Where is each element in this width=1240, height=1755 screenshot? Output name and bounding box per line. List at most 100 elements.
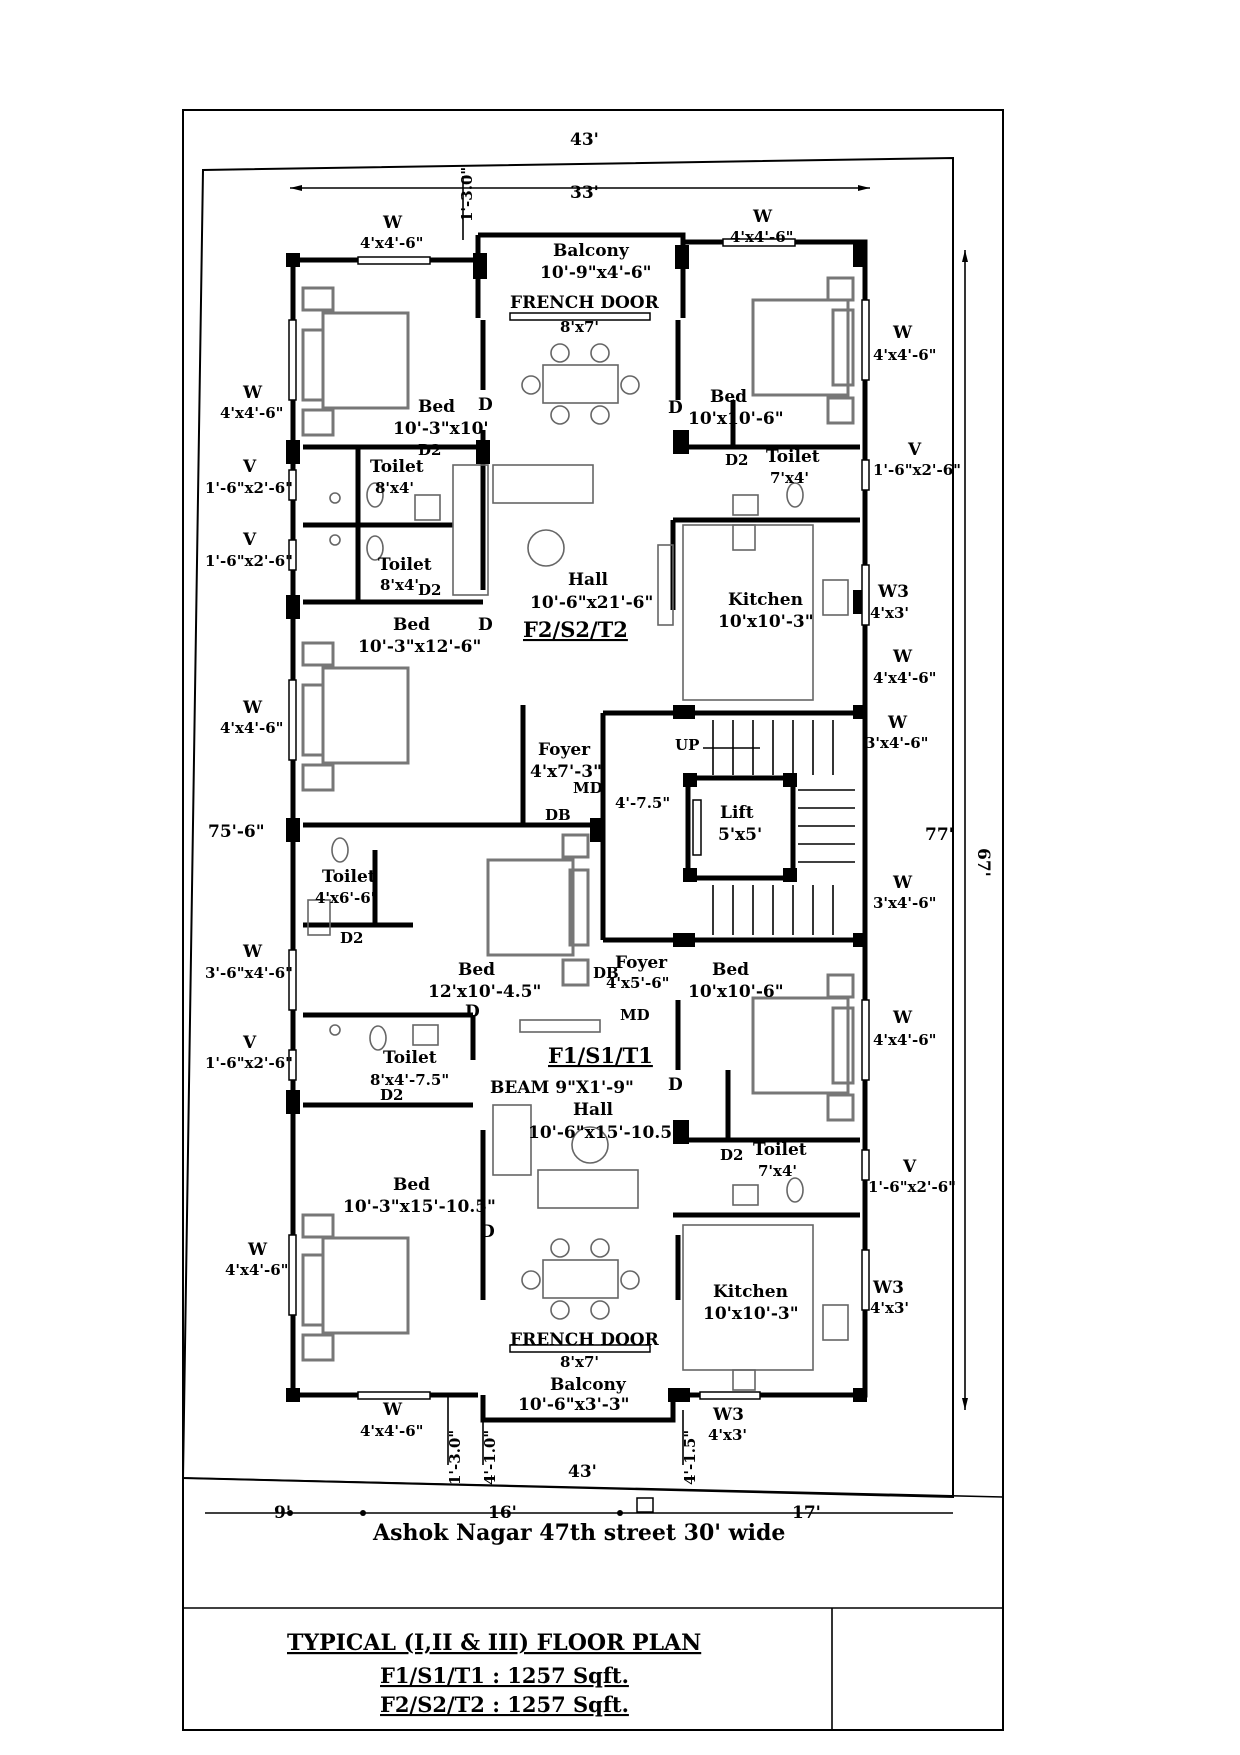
lift-shaft [683,773,797,882]
flat-label-lower: F1/S1/T1 [548,1043,653,1068]
toilet-1-name: Toilet [370,457,424,477]
window-size: 4'x4'-6" [873,346,936,364]
dim-road-2: 16' [488,1503,517,1523]
window-tag: W [892,873,913,893]
dim-building-width: 33' [570,183,599,203]
hall-bottom-name: Hall [573,1100,614,1120]
door2-tag: D2 [418,441,441,459]
window-size: 4'x4'-6" [220,404,283,422]
window-size: 4'x4'-6" [360,1422,423,1440]
toilet-3-name: Toilet [766,447,820,467]
dim-depth-right: 77' [925,825,954,845]
lift-gap-dim: 4'-7.5" [615,794,670,812]
window-size: 4'x4'-6" [225,1261,288,1279]
window-labels: W 4'x4'-6" W 4'x4'-6" W 4'x4'-6" V 1'-6"… [205,207,961,1444]
window-tag: W [247,1240,268,1260]
staircase [703,720,855,935]
window-openings [288,238,870,1400]
window-tag: W3 [877,582,909,602]
door-tag: D [480,1222,495,1242]
dim-front-setback-mid: 4'-1.0" [481,1430,499,1485]
window-size: 4'x3' [708,1426,747,1444]
title-block: TYPICAL (I,II & III) FLOOR PLAN F1/S1/T1… [287,1630,701,1717]
window-size: 3'-6"x4'-6" [205,964,293,982]
balcony-bottom-size: 10'-6"x3'-3" [518,1395,630,1415]
db-tag: DB [545,806,571,824]
door2-tag: D2 [418,581,441,599]
door-tag: D [465,1002,480,1022]
kitchen-bottom-name: Kitchen [713,1282,788,1302]
furniture-misc [452,343,849,1391]
toilet-fixtures [307,482,804,1206]
vent-size: 1'-6"x2'-6" [868,1178,956,1196]
window-size: 4'x4'-6" [360,234,423,252]
window-tag: W [892,647,913,667]
toilet-6-size: 7'x4' [758,1162,797,1180]
dim-depth-inner: 67' [973,848,993,877]
window-tag: W [242,942,263,962]
toilet-6-name: Toilet [753,1140,807,1160]
bed-bottom-left-name: Bed [393,1175,430,1195]
door2-tag: D2 [340,929,363,947]
dim-front-setback-right: 4'-1.5" [681,1430,699,1485]
db-tag: DB [593,964,619,982]
toilet-3-size: 7'x4' [770,469,809,487]
toilet-4-size: 4'x6'-6" [315,889,378,907]
vent-tag: V [242,1033,257,1053]
window-tag: W [242,383,263,403]
dim-road-1: 9' [274,1503,291,1523]
toilet-1-size: 8'x4' [375,479,414,497]
dim-road-3: 17' [792,1503,821,1523]
french-door-top-name: FRENCH DOOR [510,293,660,313]
road-edge [182,1477,1004,1498]
hall-top-size: 10'-6"x21'-6" [530,593,653,613]
door-tag: D [478,615,493,635]
area-line-1: F1/S1/T1 : 1257 Sqft. [380,1663,629,1688]
french-door-top-size: 8'x7' [560,318,599,336]
vent-size: 1'-6"x2'-6" [205,479,293,497]
foyer-top-size: 4'x7'-3" [530,762,602,782]
street-label: Ashok Nagar 47th street 30' wide [372,1520,785,1546]
dim-depth-left: 75'-6" [208,822,265,842]
flat-label-upper: F2/S2/T2 [523,617,628,642]
toilet-5-name: Toilet [383,1048,437,1068]
toilet-2-size: 8'x4' [380,576,419,594]
area-line-2: F2/S2/T2 : 1257 Sqft. [380,1692,629,1717]
dim-plot-width-top: 43' [570,130,599,150]
window-tag: W [382,213,403,233]
window-size: 4'x4'-6" [873,669,936,687]
window-size: 3'x4'-6" [873,894,936,912]
window-tag: W3 [872,1278,904,1298]
door2-tag: D2 [720,1146,743,1164]
vent-tag: V [907,440,922,460]
beds [301,276,855,1362]
structural-columns [286,243,867,1402]
toilet-2-name: Toilet [378,555,432,575]
sheet-border [182,109,1004,1731]
lift-name: Lift [720,803,754,823]
interior-walls [303,320,860,1300]
kitchen-top-name: Kitchen [728,590,803,610]
balcony-top-name: Balcony [553,241,630,261]
bed-bottom-left-size: 10'-3"x15'-10.5" [343,1197,496,1217]
window-size: 4'x3' [870,604,909,622]
main-door-tag: MD [620,1006,650,1024]
door-tag: D [478,395,493,415]
window-size: 4'x4'-6" [730,228,793,246]
balcony-bottom-name: Balcony [550,1375,627,1395]
plan-title: TYPICAL (I,II & III) FLOOR PLAN [287,1630,701,1656]
bed-top-right-name: Bed [710,387,747,407]
main-door-tag: MD [573,779,603,797]
bed-mid-left-name: Bed [393,615,430,635]
lift-size: 5'x5' [718,825,762,845]
dimension-lines [205,176,968,1516]
vent-tag: V [902,1157,917,1177]
stair-up-label: UP [675,736,699,754]
bed-center-size: 12'x10'-4.5" [428,982,541,1002]
window-tag: W [752,207,773,227]
bed-mid-left-size: 10'-3"x12'-6" [358,637,481,657]
french-door-bottom-size: 8'x7' [560,1353,599,1371]
window-size: 4'x4'-6" [220,719,283,737]
bed-bottom-right-size: 10'x10'-6" [688,982,784,1002]
